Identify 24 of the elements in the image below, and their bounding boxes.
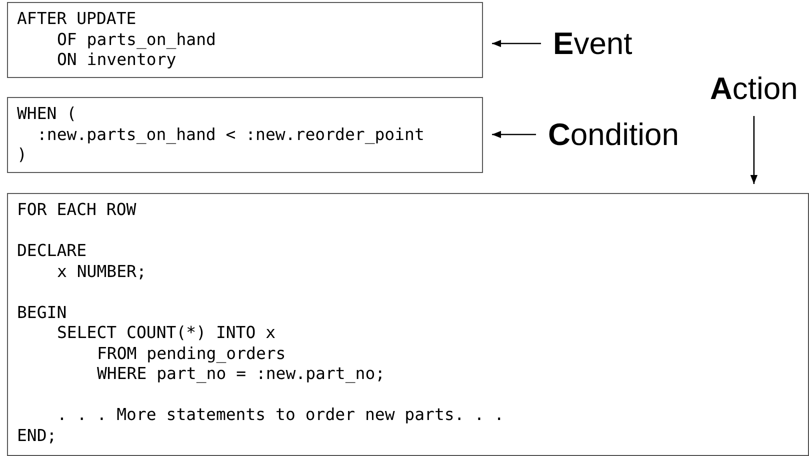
code-line: DECLARE bbox=[17, 241, 87, 262]
code-line: WHEN ( bbox=[17, 104, 77, 124]
arrow bbox=[750, 116, 758, 184]
code-box bbox=[7, 97, 483, 173]
code-line: ) bbox=[17, 145, 27, 166]
code-line: OF parts_on_hand bbox=[57, 30, 216, 50]
code-line: SELECT COUNT(*) INTO x bbox=[57, 323, 276, 344]
action-label: Action bbox=[710, 73, 798, 104]
code-line: BEGIN bbox=[17, 302, 67, 323]
code-line: x NUMBER; bbox=[57, 262, 146, 282]
code-line: :new.parts_on_hand < :new.reorder_point bbox=[37, 124, 424, 145]
code-line: . . . More statements to order new parts. . . bbox=[57, 405, 504, 426]
arrow bbox=[492, 40, 541, 48]
condition-label: Condition bbox=[548, 119, 679, 150]
code-box bbox=[7, 193, 809, 456]
event-label: Event bbox=[553, 28, 632, 59]
code-line: FROM pending_orders bbox=[97, 344, 286, 364]
code-line: FOR EACH ROW bbox=[17, 200, 136, 220]
code-box bbox=[7, 2, 483, 78]
code-line: END; bbox=[17, 426, 57, 446]
code-line: WHERE part_no = :new.part_no; bbox=[97, 364, 386, 384]
arrow bbox=[492, 130, 536, 138]
code-line: ON inventory bbox=[57, 50, 176, 70]
code-line: AFTER UPDATE bbox=[17, 9, 136, 30]
